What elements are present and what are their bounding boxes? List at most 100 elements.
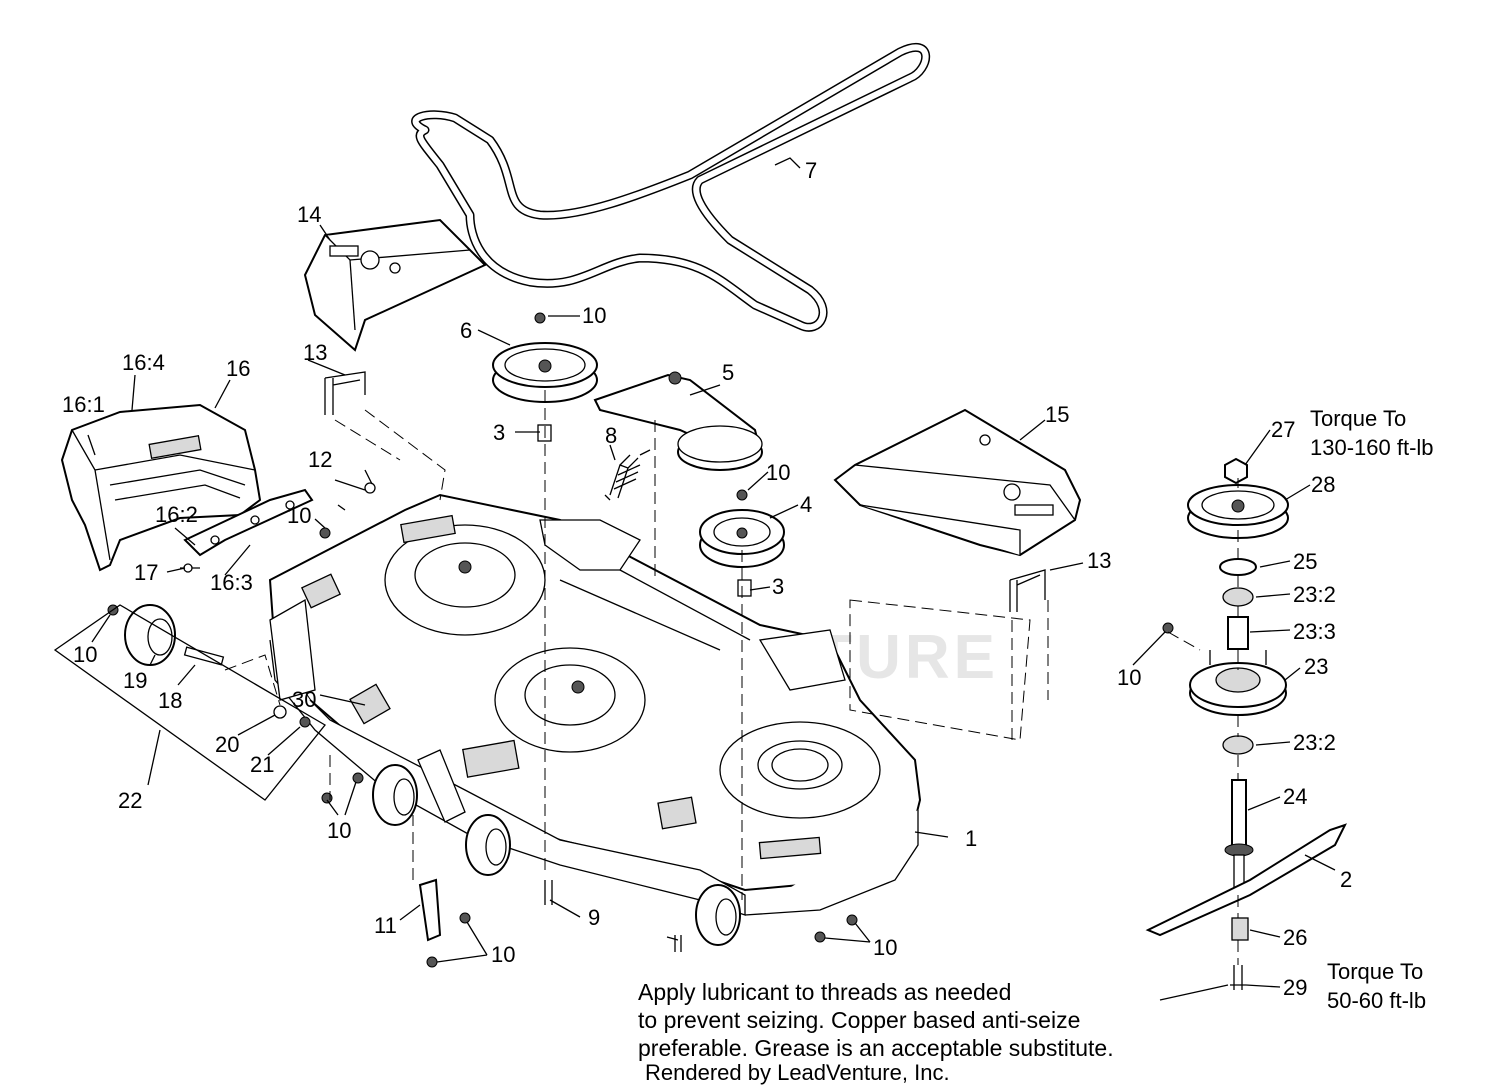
callout-3: 3 xyxy=(493,420,505,445)
callout-3: 3 xyxy=(772,574,784,599)
washer-part-20 xyxy=(273,705,287,719)
callout-18: 18 xyxy=(158,688,182,713)
callout-10: 10 xyxy=(327,818,351,843)
spindle-stack xyxy=(1145,457,1347,990)
nut-part-21 xyxy=(299,716,311,728)
spindle-shaft-part-24 xyxy=(1224,779,1254,896)
belt-cover-left-part-14 xyxy=(303,218,487,352)
callout-25: 25 xyxy=(1293,549,1317,574)
washer-part-25 xyxy=(1219,558,1257,576)
callout-30: 30 xyxy=(292,687,316,712)
bolt-part-27 xyxy=(1230,965,1246,990)
callout-11: 11 xyxy=(374,913,397,938)
callout-21: 21 xyxy=(250,752,274,777)
callout-10: 10 xyxy=(873,935,897,960)
nut-part-10 xyxy=(736,489,748,501)
callout-12: 12 xyxy=(308,447,332,472)
callout-17: 17 xyxy=(134,560,158,585)
nut-part-10 xyxy=(319,527,331,539)
callout-16-2: 16:2 xyxy=(155,502,198,527)
spacer-part-26 xyxy=(1231,917,1249,941)
spacer-part-23-3 xyxy=(1227,616,1249,650)
callout-13: 13 xyxy=(1087,548,1111,573)
belt-cover-right-part-15 xyxy=(833,408,1082,557)
callout-23-2: 23:2 xyxy=(1293,730,1336,755)
idler-arm-part-5 xyxy=(593,371,763,471)
front-shield-part-16 xyxy=(60,403,262,572)
caster-wheel-part-19 xyxy=(107,604,176,666)
callout-16-3: 16:3 xyxy=(210,570,253,595)
callout-29: 28 xyxy=(1311,472,1335,497)
callout-6: 6 xyxy=(460,318,472,343)
front-bracket-part-16-2 xyxy=(180,488,314,573)
callout-10: 10 xyxy=(73,642,97,667)
callout-10: 10 xyxy=(287,503,311,528)
callout-16: 16 xyxy=(226,356,250,381)
callout-28: 27 xyxy=(1271,417,1295,442)
svg-text:50-60 ft-lb: 50-60 ft-lb xyxy=(1327,988,1426,1013)
svg-text:to prevent seizing. Copper bas: to prevent seizing. Copper based anti-se… xyxy=(638,1007,1080,1033)
nut-part-10 xyxy=(846,914,858,926)
callout-labels: 7 14 10 6 5 3 8 10 4 3 15 13 1 2 13 12 1… xyxy=(62,158,1352,1000)
svg-text:130-160 ft-lb: 130-160 ft-lb xyxy=(1310,435,1434,460)
nut-part-28 xyxy=(1224,457,1248,485)
spindle-housing-part-23 xyxy=(1189,650,1287,716)
deck-part-1 xyxy=(268,493,922,946)
spring-part-8 xyxy=(604,449,651,501)
svg-text:preferable. Grease is an accep: preferable. Grease is an acceptable subs… xyxy=(638,1035,1114,1061)
callout-5: 5 xyxy=(722,360,734,385)
callout-10: 10 xyxy=(1117,665,1141,690)
callout-14: 14 xyxy=(297,202,321,227)
lubricant-note: Apply lubricant to threads as needed to … xyxy=(638,979,1114,1061)
callout-15: 15 xyxy=(1045,402,1069,427)
blade-part-2 xyxy=(1145,823,1347,937)
nut-part-10 xyxy=(459,912,471,924)
u-bolt-part-13-right xyxy=(1009,569,1046,612)
callout-4: 4 xyxy=(800,492,812,517)
belt-part-7 xyxy=(411,42,931,332)
callout-9: 9 xyxy=(588,905,600,930)
idler-pulley-part-6 xyxy=(492,312,598,403)
callout-27: 29 xyxy=(1283,975,1307,1000)
bearing-part-23-2 xyxy=(1222,735,1254,755)
callout-10: 10 xyxy=(491,942,515,967)
callout-20: 20 xyxy=(215,732,239,757)
nut-part-10 xyxy=(814,931,826,943)
svg-text:Apply lubricant to threads as: Apply lubricant to threads as needed xyxy=(638,979,1011,1005)
callout-13: 13 xyxy=(303,340,327,365)
callout-7: 7 xyxy=(805,158,817,183)
svg-text:Torque To: Torque To xyxy=(1310,406,1406,431)
bolt-part-12 xyxy=(334,479,376,511)
svg-text:Torque To: Torque To xyxy=(1327,959,1423,984)
callout-8: 8 xyxy=(605,423,617,448)
callout-10: 10 xyxy=(766,460,790,485)
callout-2: 2 xyxy=(1340,867,1352,892)
torque-spec-part-28: Torque To 130-160 ft-lb xyxy=(1310,406,1434,460)
bolt-part-9 xyxy=(674,935,682,952)
nut-part-10 xyxy=(426,956,438,968)
nut-part-10 xyxy=(1162,622,1174,634)
callout-16-4: 16:4 xyxy=(122,350,165,375)
pulley-part-29 xyxy=(1187,484,1289,539)
spacer-part-3 xyxy=(737,579,752,597)
callout-19: 19 xyxy=(123,668,147,693)
leader-lines xyxy=(87,157,1336,1001)
caster-group-bracket xyxy=(53,604,326,801)
callout-26: 26 xyxy=(1283,925,1307,950)
callout-23-2: 23:2 xyxy=(1293,582,1336,607)
bearing-part-23-2 xyxy=(1222,587,1254,607)
callout-1: 1 xyxy=(965,826,977,851)
u-bolt-part-13-left xyxy=(324,371,366,415)
rendered-by-footer: Rendered by LeadVenture, Inc. xyxy=(645,1060,950,1085)
callout-24: 24 xyxy=(1283,784,1307,809)
nut-part-10 xyxy=(352,772,364,784)
pulley-part-4 xyxy=(699,509,785,568)
callout-23: 23 xyxy=(1304,654,1328,679)
bracket-part-11 xyxy=(418,878,442,942)
callout-23-3: 23:3 xyxy=(1293,619,1336,644)
callout-16-1: 16:1 xyxy=(62,392,105,417)
callout-22: 22 xyxy=(118,788,142,813)
torque-spec-part-27: Torque To 50-60 ft-lb xyxy=(1327,959,1426,1013)
callout-10: 10 xyxy=(582,303,606,328)
